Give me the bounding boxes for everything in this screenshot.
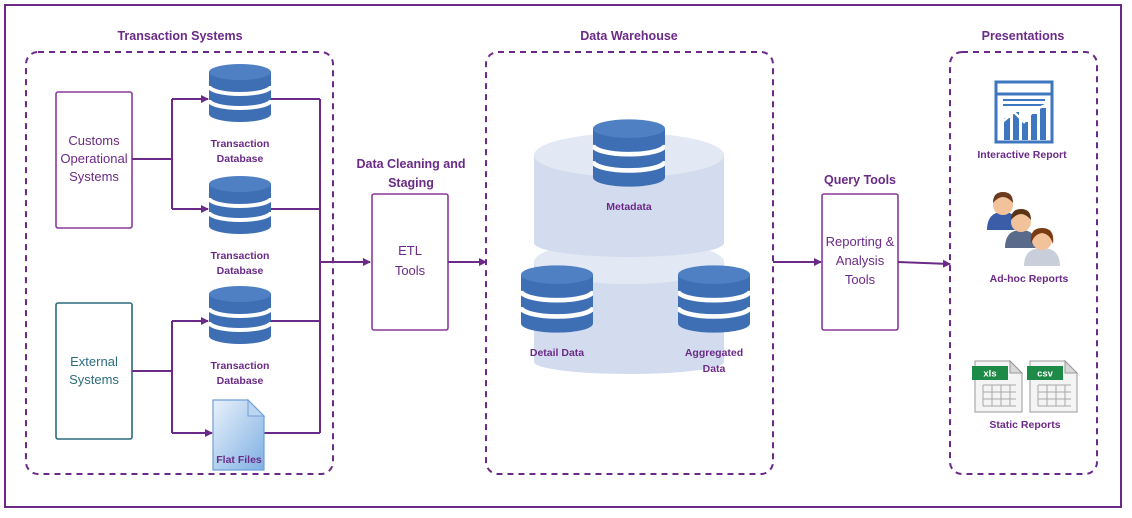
csv-icon-label: csv bbox=[1037, 369, 1054, 380]
customs-label-line1: Customs bbox=[68, 133, 120, 148]
data-cleaning-title-line1: Data Cleaning and bbox=[356, 157, 465, 171]
reporting-label-line3: Tools bbox=[845, 272, 876, 287]
aggregated-label-line1: Aggregated bbox=[685, 347, 743, 359]
db2-label-line2: Database bbox=[217, 265, 264, 277]
adhoc-users-icon bbox=[987, 192, 1060, 266]
etl-tools-box bbox=[371, 193, 449, 331]
transaction-database-icon-2 bbox=[209, 176, 271, 234]
external-connectors bbox=[132, 317, 213, 437]
detail-data-database-icon bbox=[521, 265, 593, 332]
etl-label-line2: Tools bbox=[395, 263, 426, 278]
static-reports-label: Static Reports bbox=[989, 419, 1060, 431]
presentations-container bbox=[949, 51, 1098, 475]
etl-label-line1: ETL bbox=[398, 243, 422, 258]
reporting-label-line1: Reporting & bbox=[826, 234, 895, 249]
external-label-line1: External bbox=[70, 354, 118, 369]
data-warehouse-title: Data Warehouse bbox=[580, 29, 678, 43]
customs-label-line3: Systems bbox=[69, 169, 119, 184]
transaction-systems-title: Transaction Systems bbox=[117, 29, 242, 43]
aggregated-label-line2: Data bbox=[703, 363, 726, 375]
external-systems-box bbox=[55, 302, 133, 440]
db3-label-line2: Database bbox=[217, 375, 264, 387]
transaction-database-icon-1 bbox=[209, 64, 271, 122]
customs-connectors bbox=[132, 95, 209, 213]
flat-file-icon bbox=[212, 398, 266, 471]
db2-label-line1: Transaction bbox=[211, 250, 270, 262]
adhoc-reports-label: Ad-hoc Reports bbox=[990, 273, 1069, 285]
xls-file-icon bbox=[972, 359, 1024, 413]
xls-icon-label: xls bbox=[983, 369, 996, 380]
customs-label-line2: Operational bbox=[60, 151, 127, 166]
aggregated-data-database-icon bbox=[678, 265, 750, 332]
staging-connectors bbox=[264, 98, 371, 434]
interactive-report-label: Interactive Report bbox=[977, 149, 1067, 161]
csv-file-icon bbox=[1027, 359, 1079, 413]
presentations-title: Presentations bbox=[982, 29, 1065, 43]
data-cleaning-title-line2: Staging bbox=[388, 176, 434, 190]
metadata-label: Metadata bbox=[606, 201, 652, 213]
db1-label-line1: Transaction bbox=[211, 138, 270, 150]
detail-data-label: Detail Data bbox=[530, 347, 584, 359]
metadata-database-icon bbox=[593, 119, 665, 186]
diagram-frame bbox=[4, 4, 1122, 508]
transaction-database-icon-3 bbox=[209, 286, 271, 344]
reporting-label-line2: Analysis bbox=[836, 253, 885, 268]
flat-files-label: Flat Files bbox=[216, 454, 262, 466]
query-to-presentations-arrow bbox=[897, 259, 951, 268]
interactive-report-icon bbox=[994, 80, 1054, 144]
db3-label-line1: Transaction bbox=[211, 360, 270, 372]
db1-label-line2: Database bbox=[217, 153, 264, 165]
query-tools-title: Query Tools bbox=[824, 173, 896, 187]
external-label-line2: Systems bbox=[69, 372, 119, 387]
